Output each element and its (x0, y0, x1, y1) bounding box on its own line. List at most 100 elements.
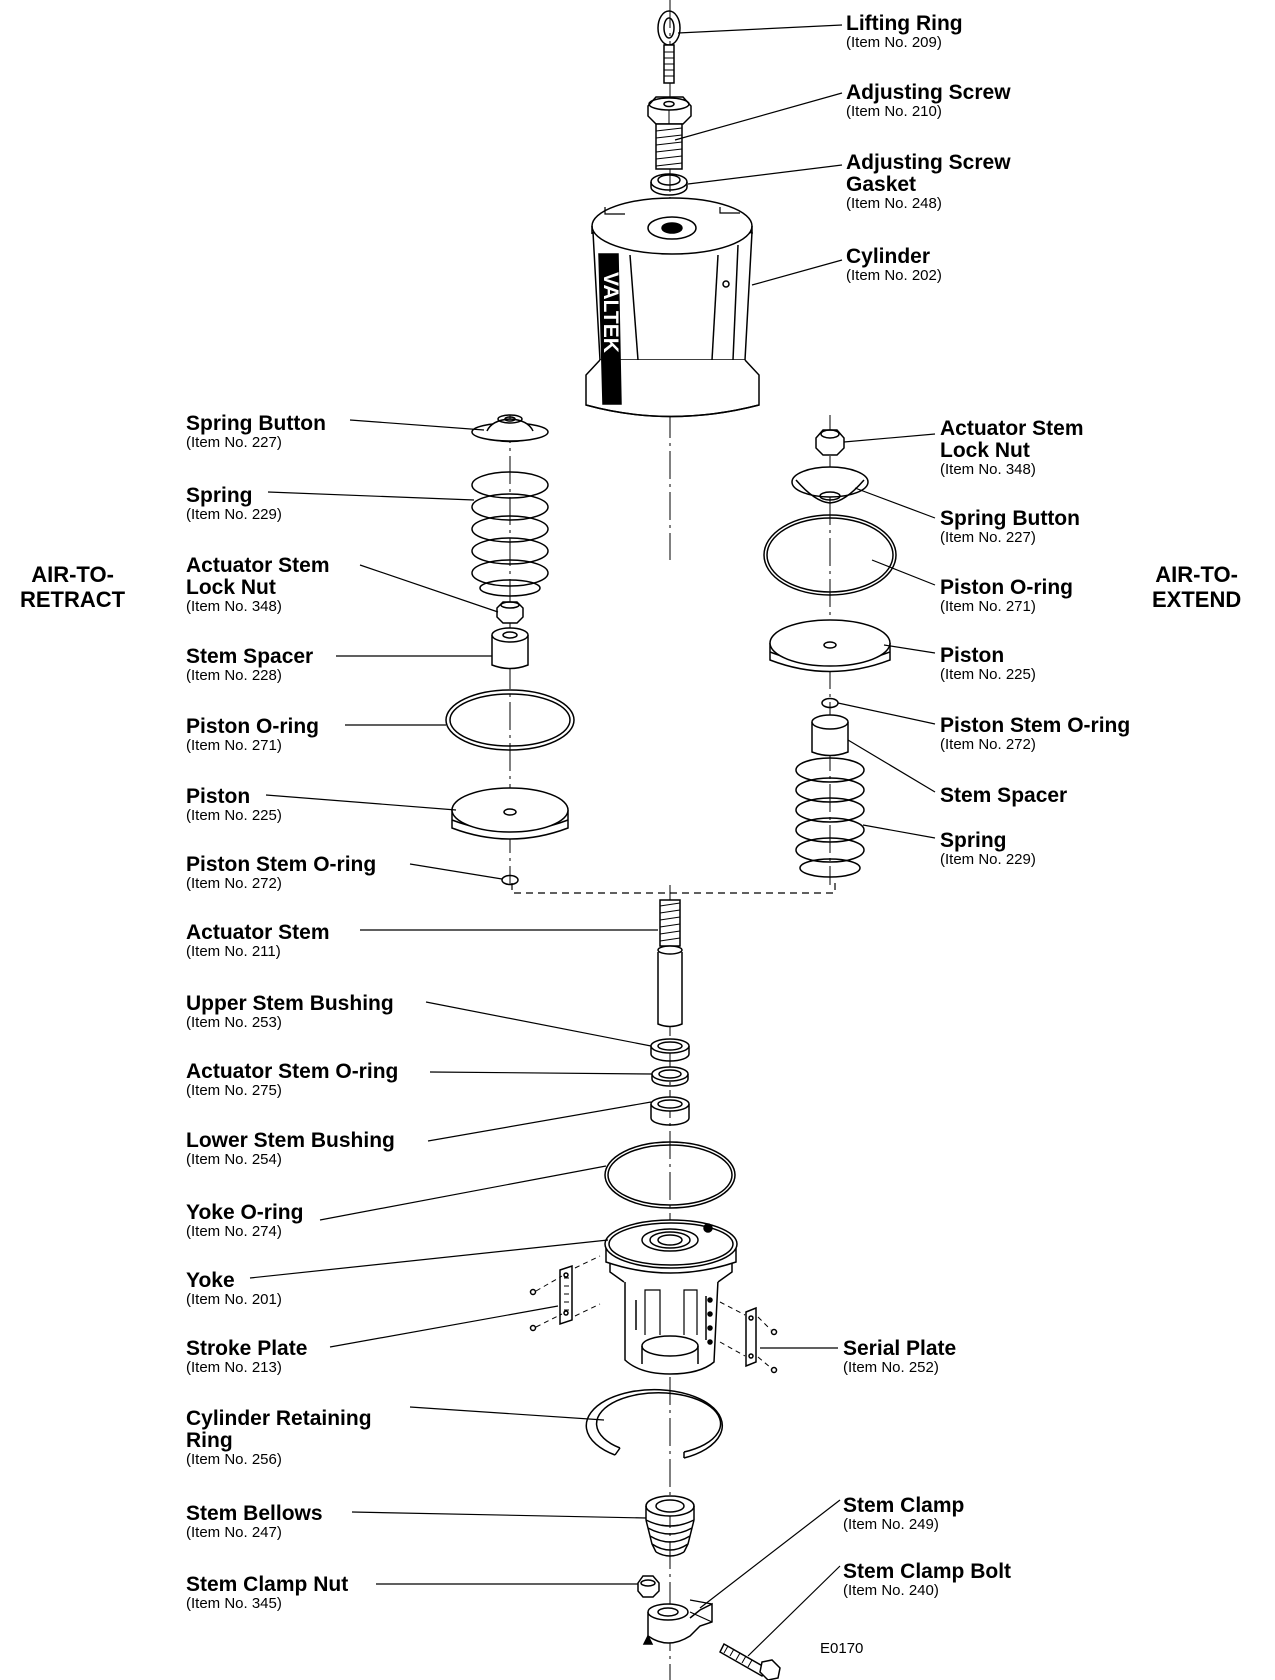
air-to-retract-label: AIR-TO- RETRACT (20, 562, 125, 612)
atr-spring-part (471, 471, 549, 597)
label-atr-stem-spacer-item: (Item No. 228) (186, 667, 282, 684)
label-serial-plate-item: (Item No. 252) (843, 1359, 939, 1376)
label-ate-spring: Spring (Item No. 229) (940, 830, 1036, 867)
label-lifting-ring-title: Lifting Ring (846, 12, 963, 35)
actuator-stem-part (657, 899, 683, 1028)
label-lower-stem-bushing-item: (Item No. 254) (186, 1151, 282, 1168)
atr-piston-part (451, 787, 569, 840)
label-upper-stem-bushing-title: Upper Stem Bushing (186, 992, 394, 1015)
leader-cylinder-retaining-ring (409, 1406, 605, 1421)
label-cylinder: Cylinder (Item No. 202) (846, 246, 942, 283)
label-atr-piston-oring: Piston O-ring (Item No. 271) (186, 716, 319, 753)
label-serial-plate-title: Serial Plate (843, 1337, 957, 1360)
label-ate-piston-title: Piston (940, 644, 1005, 667)
label-actuator-stem-title: Actuator Stem (186, 921, 330, 944)
label-atr-spring-title: Spring (186, 484, 253, 507)
label-yoke-oring-item: (Item No. 274) (186, 1223, 282, 1240)
label-atr-piston-oring-title: Piston O-ring (186, 715, 319, 738)
label-stem-clamp-nut-item: (Item No. 345) (186, 1595, 282, 1612)
label-atr-piston-stem-oring-title: Piston Stem O-ring (186, 853, 377, 876)
label-adjusting-screw-item: (Item No. 210) (846, 103, 942, 120)
stem-clamp-bolt-part (719, 1642, 781, 1680)
label-ate-stem-lock-nut-title-1: Actuator Stem (940, 417, 1084, 440)
label-ate-spring-button-item: (Item No. 227) (940, 529, 1036, 546)
leader-ate-spring (862, 824, 936, 839)
label-ate-stem-spacer-title: Stem Spacer (940, 784, 1068, 807)
label-adjusting-screw-gasket-title-1: Adjusting Screw (846, 151, 1011, 174)
label-atr-spring-item: (Item No. 229) (186, 506, 282, 523)
stroke-plate-part (529, 1255, 601, 1332)
atr-spring-button-part (471, 414, 549, 443)
label-yoke: Yoke (Item No. 201) (186, 1270, 282, 1307)
label-atr-piston-oring-item: (Item No. 271) (186, 737, 282, 754)
stem-clamp-part (642, 1599, 713, 1645)
leader-yoke (249, 1239, 609, 1279)
label-stem-clamp-bolt: Stem Clamp Bolt (Item No. 240) (843, 1561, 1011, 1598)
label-yoke-oring: Yoke O-ring (Item No. 274) (186, 1202, 303, 1239)
label-stem-bellows: Stem Bellows (Item No. 247) (186, 1503, 323, 1540)
yoke-part (604, 1219, 738, 1375)
leader-stroke-plate (329, 1305, 559, 1348)
air-to-retract-line2: RETRACT (20, 587, 126, 612)
label-atr-spring: Spring (Item No. 229) (186, 485, 282, 522)
label-ate-spring-button: Spring Button (Item No. 227) (940, 508, 1080, 545)
label-cylinder-retaining-ring-title-1: Cylinder Retaining (186, 1407, 372, 1430)
label-stem-clamp-nut-title: Stem Clamp Nut (186, 1573, 349, 1596)
label-adjusting-screw: Adjusting Screw (Item No. 210) (846, 82, 1011, 119)
leader-upper-stem-bushing (425, 1001, 652, 1047)
leader-atr-spring-button (349, 419, 485, 431)
ate-spring-part (795, 757, 865, 878)
label-stem-clamp-nut: Stem Clamp Nut (Item No. 345) (186, 1574, 348, 1611)
serial-plate-part (719, 1301, 778, 1374)
label-cylinder-title: Cylinder (846, 245, 931, 268)
leader-stem-clamp-bolt (747, 1565, 841, 1657)
label-ate-piston-oring: Piston O-ring (Item No. 271) (940, 577, 1073, 614)
yoke-oring-part (604, 1141, 736, 1209)
adjusting-screw-gasket-part (650, 173, 688, 196)
label-cylinder-retaining-ring-title-2: Ring (186, 1429, 233, 1452)
label-ate-spring-title: Spring (940, 829, 1007, 852)
label-stem-clamp-title: Stem Clamp (843, 1494, 965, 1517)
label-yoke-item: (Item No. 201) (186, 1291, 282, 1308)
atr-piston-stem-oring-part (501, 874, 519, 886)
adjusting-screw-part (647, 96, 692, 170)
label-stroke-plate-item: (Item No. 213) (186, 1359, 282, 1376)
leader-atr-piston-stem-oring (409, 863, 503, 880)
cylinder-retaining-ring-part (585, 1388, 724, 1459)
stem-bellows-part (645, 1495, 695, 1557)
ate-stem-spacer-part (811, 714, 849, 757)
leader-cylinder (751, 259, 843, 286)
label-atr-stem-lock-nut-title-1: Actuator Stem (186, 554, 330, 577)
alternate-assembly-dashed-link (511, 883, 836, 894)
label-ate-piston-oring-item: (Item No. 271) (940, 598, 1036, 615)
label-cylinder-item: (Item No. 202) (846, 267, 942, 284)
leader-adjusting-screw-gasket (687, 164, 843, 185)
label-ate-piston-item: (Item No. 225) (940, 666, 1036, 683)
label-ate-piston-stem-oring-title: Piston Stem O-ring (940, 714, 1131, 737)
atr-piston-oring-part (445, 689, 575, 751)
leader-actuator-stem-oring (429, 1071, 653, 1075)
leader-ate-stem-spacer (847, 739, 936, 793)
label-stem-bellows-title: Stem Bellows (186, 1502, 323, 1525)
label-lifting-ring: Lifting Ring (Item No. 209) (846, 13, 963, 50)
label-cylinder-retaining-ring-item: (Item No. 256) (186, 1451, 282, 1468)
label-stem-clamp-item: (Item No. 249) (843, 1516, 939, 1533)
label-lower-stem-bushing-title: Lower Stem Bushing (186, 1129, 395, 1152)
label-actuator-stem-oring-item: (Item No. 275) (186, 1082, 282, 1099)
label-adjusting-screw-gasket-item: (Item No. 248) (846, 195, 942, 212)
leader-ate-spring-button (854, 487, 936, 519)
label-atr-spring-button-title: Spring Button (186, 412, 326, 435)
air-to-extend-label: AIR-TO- EXTEND (1152, 562, 1241, 612)
figure-code: E0170 (820, 1640, 864, 1657)
label-adjusting-screw-title: Adjusting Screw (846, 81, 1011, 104)
label-lower-stem-bushing: Lower Stem Bushing (Item No. 254) (186, 1130, 395, 1167)
leader-ate-stem-lock-nut (843, 433, 936, 443)
lifting-ring-part (657, 10, 681, 84)
ate-spring-button-part (791, 466, 869, 504)
lower-stem-bushing-part (650, 1096, 690, 1126)
label-adjusting-screw-gasket-title-2: Gasket (846, 173, 917, 196)
label-atr-stem-lock-nut-title-2: Lock Nut (186, 576, 276, 599)
leader-atr-piston (265, 794, 457, 811)
label-atr-piston-title: Piston (186, 785, 251, 808)
